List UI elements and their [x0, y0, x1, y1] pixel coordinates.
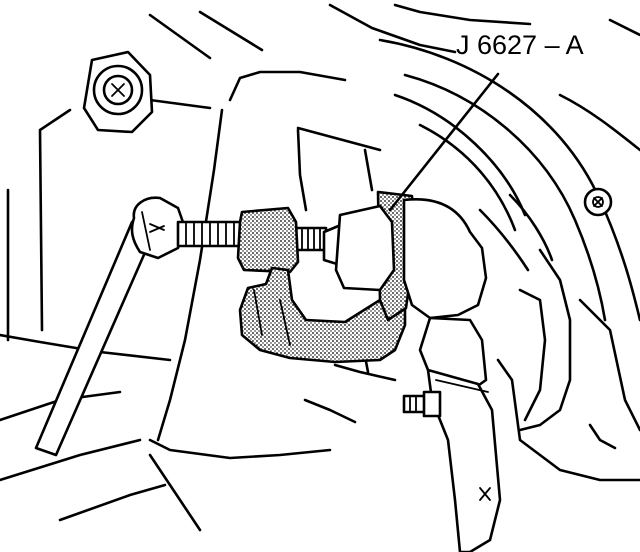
forcing-screw [176, 220, 328, 252]
stud-bolt [402, 390, 442, 418]
upper-bolt [82, 50, 154, 134]
tie-rod-end [322, 198, 502, 552]
tool-callout-label: J 6627 – A [456, 30, 584, 60]
wheel-assembly [378, 18, 640, 482]
callout-leader-line [388, 72, 500, 212]
wrench [34, 196, 187, 457]
